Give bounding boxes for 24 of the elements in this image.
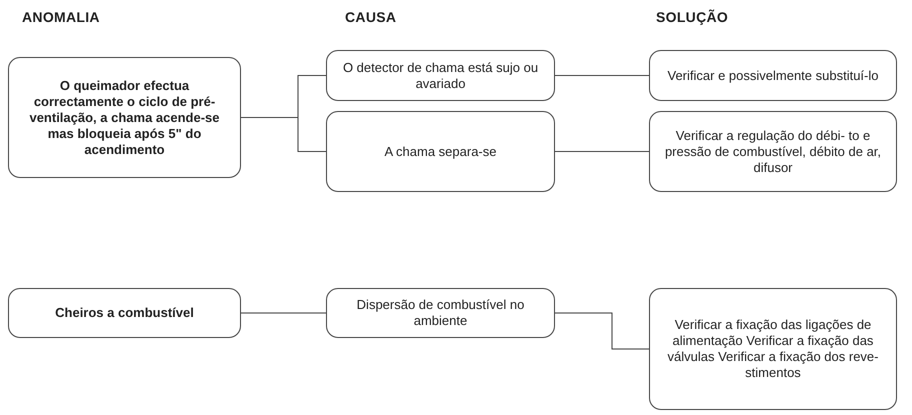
box-text: O detector de chama está sujo ou avariado: [342, 60, 540, 92]
connector-line: [554, 75, 650, 76]
box-text: A chama separa-se: [384, 144, 496, 160]
box-text: Verificar e possivelmente substituí-lo: [668, 68, 878, 84]
box-text: Verificar a regulação do débi- to e pressão de combustível, débito de ar, difusor: [664, 128, 882, 176]
connector-line: [554, 312, 650, 350]
process-box: [8, 288, 241, 338]
column-heading: SOLUÇÃO: [656, 9, 728, 25]
process-box: [649, 111, 897, 192]
process-box: [326, 111, 555, 192]
column-heading: ANOMALIA: [22, 9, 100, 25]
box-text: Cheiros a combustível: [55, 305, 194, 321]
process-box: [649, 288, 897, 410]
box-text: Verificar a fixação das ligações de alimentação Verificar a fixação das válvulas Verificar a fixação dos reve- stimentos: [666, 317, 880, 381]
process-box: [326, 288, 555, 338]
process-box: [649, 50, 897, 101]
box-text: Dispersão de combustível no ambiente: [356, 297, 526, 329]
column-heading: CAUSA: [345, 9, 396, 25]
process-box: [8, 57, 241, 178]
connector-line: [240, 117, 326, 152]
connector-line: [240, 312, 326, 314]
box-text: O queimador efectua correctamente o ciclo de pré-ventilação, a chama acende-se mas bloqueia após 5" do acendimento: [28, 78, 221, 158]
process-box: [326, 50, 555, 101]
connector-line: [554, 151, 650, 152]
